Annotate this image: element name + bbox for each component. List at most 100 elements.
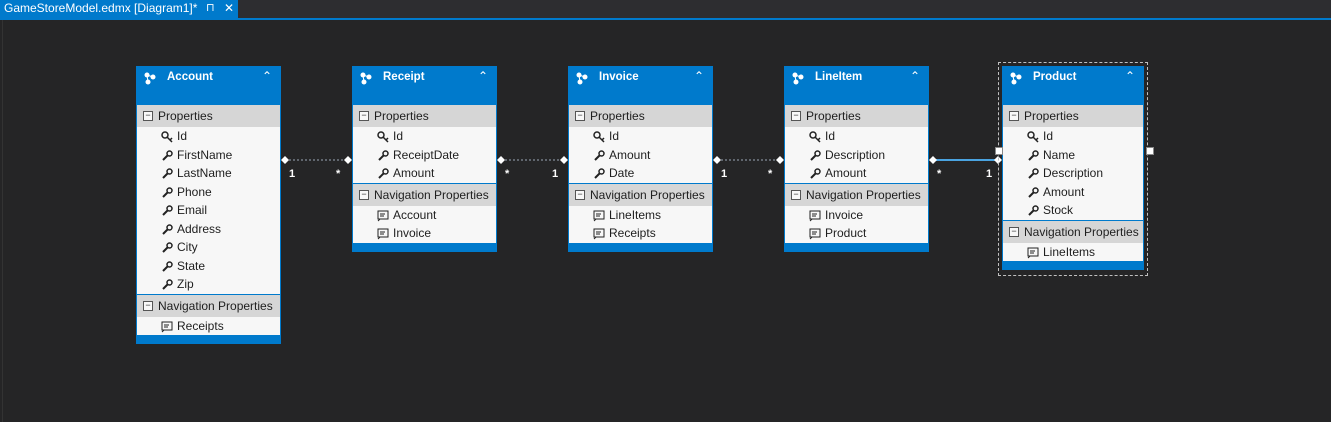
property-row[interactable]: Id <box>569 127 712 146</box>
close-icon[interactable]: ✕ <box>224 1 235 15</box>
collapse-section-icon[interactable]: − <box>143 111 153 121</box>
wrench-icon <box>161 149 173 161</box>
collapse-section-icon[interactable]: − <box>575 111 585 121</box>
wrench-icon <box>1027 167 1039 179</box>
property-row[interactable]: Stock <box>1003 201 1143 220</box>
entity-header[interactable]: Invoice⌃ <box>569 67 712 105</box>
multiplicity-label: * <box>768 168 773 180</box>
pin-icon[interactable]: ⊓ <box>206 2 215 14</box>
navigation-property-row[interactable]: LineItems <box>1003 242 1143 261</box>
multiplicity-label: 1 <box>552 168 559 180</box>
property-row[interactable]: ReceiptDate <box>353 145 496 164</box>
collapse-section-icon[interactable]: − <box>575 189 585 200</box>
navigation-property-row[interactable]: LineItems <box>569 205 712 224</box>
property-row[interactable]: Amount <box>1003 182 1143 201</box>
navigation-property-name: Receipts <box>177 318 224 333</box>
entity-header[interactable]: Product⌃ <box>1003 67 1143 105</box>
collapse-icon[interactable]: ⌃ <box>909 69 920 83</box>
navigation-property-name: LineItems <box>609 207 662 222</box>
collapse-section-icon[interactable]: − <box>359 111 369 121</box>
resize-handle[interactable] <box>995 147 1003 155</box>
collapse-section-icon[interactable]: − <box>1009 226 1019 237</box>
property-name: City <box>177 240 198 254</box>
wrench-icon <box>593 167 605 179</box>
property-row[interactable]: Id <box>353 127 496 146</box>
property-row[interactable]: Amount <box>353 164 496 183</box>
collapse-icon[interactable]: ⌃ <box>477 69 488 83</box>
collapse-icon[interactable]: ⌃ <box>1124 69 1135 83</box>
property-row[interactable]: Amount <box>569 145 712 164</box>
entity-footer <box>137 335 280 343</box>
navigation-section-header[interactable]: −Navigation Properties <box>353 182 496 206</box>
navigation-property-row[interactable]: Account <box>353 205 496 224</box>
property-name: Id <box>825 129 836 143</box>
navigation-property-row[interactable]: Invoice <box>785 205 928 224</box>
collapse-section-icon[interactable]: − <box>791 111 801 121</box>
property-row[interactable]: Description <box>1003 164 1143 183</box>
property-row[interactable]: Email <box>137 201 280 220</box>
navigation-property-row[interactable]: Receipts <box>137 316 280 335</box>
navigation-property-name: Product <box>825 226 867 240</box>
properties-section-header[interactable]: −Properties <box>137 105 280 127</box>
entity-name: LineItem <box>815 71 863 83</box>
resize-handle[interactable] <box>1146 147 1154 155</box>
property-name: Amount <box>393 166 435 180</box>
document-tab-title: GameStoreModel.edmx [Diagram1]* <box>4 1 198 15</box>
collapse-section-icon[interactable]: − <box>143 300 153 311</box>
entity-header[interactable]: Receipt⌃ <box>353 67 496 105</box>
selection-outline <box>998 62 1148 276</box>
navigation-property-row[interactable]: Product <box>785 224 928 243</box>
navigation-property-icon <box>593 209 605 221</box>
property-name: Description <box>825 147 886 162</box>
navigation-property-row[interactable]: Receipts <box>569 224 712 243</box>
properties-section-header[interactable]: −Properties <box>569 105 712 127</box>
property-row[interactable]: Phone <box>137 182 280 201</box>
navigation-section-header[interactable]: −Navigation Properties <box>1003 219 1143 243</box>
association-endpoint <box>281 156 289 164</box>
key-icon <box>161 130 173 143</box>
property-row[interactable]: Description <box>785 145 928 164</box>
property-name: Id <box>609 129 620 143</box>
collapse-icon[interactable]: ⌃ <box>693 69 704 83</box>
property-name: Amount <box>825 166 867 180</box>
navigation-property-row[interactable]: Invoice <box>353 224 496 243</box>
wrench-icon <box>1027 149 1039 161</box>
property-row[interactable]: Amount <box>785 164 928 183</box>
property-row[interactable]: Name <box>1003 145 1143 164</box>
property-row[interactable]: City <box>137 238 280 257</box>
property-row[interactable]: Address <box>137 219 280 238</box>
entity-type-icon <box>143 71 157 85</box>
entity-header[interactable]: LineItem ⌃ <box>785 67 928 105</box>
property-row[interactable]: Id <box>137 127 280 146</box>
property-row[interactable]: FirstName <box>137 145 280 164</box>
navigation-section-header[interactable]: −Navigation Properties <box>137 293 280 317</box>
property-row[interactable]: LastName <box>137 164 280 183</box>
entity-header[interactable]: Account ⌃ <box>137 67 280 105</box>
property-row[interactable]: Id <box>1003 127 1143 146</box>
collapse-icon[interactable]: ⌃ <box>261 69 272 83</box>
document-tab[interactable]: GameStoreModel.edmx [Diagram1]* ⊓ ✕ <box>0 0 238 18</box>
collapse-section-icon[interactable]: − <box>359 189 369 200</box>
property-row[interactable]: Date <box>569 164 712 183</box>
navigation-property-icon <box>377 227 389 240</box>
properties-section-header[interactable]: −Properties <box>1003 105 1143 127</box>
entity-name: Account <box>167 71 213 83</box>
property-row[interactable]: State <box>137 256 280 275</box>
property-name: Zip <box>177 277 194 291</box>
property-row[interactable]: Id <box>785 127 928 146</box>
collapse-section-icon[interactable]: − <box>1009 111 1019 121</box>
property-row[interactable]: Zip <box>137 275 280 294</box>
navigation-section-header[interactable]: −Navigation Properties <box>569 182 712 206</box>
properties-section-header[interactable]: −Properties <box>353 105 496 127</box>
navigation-section-header[interactable]: −Navigation Properties <box>785 182 928 206</box>
properties-section-header[interactable]: −Properties <box>785 105 928 127</box>
property-name: Date <box>609 166 635 180</box>
property-name: Description <box>1043 166 1104 180</box>
collapse-section-icon[interactable]: − <box>791 189 801 200</box>
